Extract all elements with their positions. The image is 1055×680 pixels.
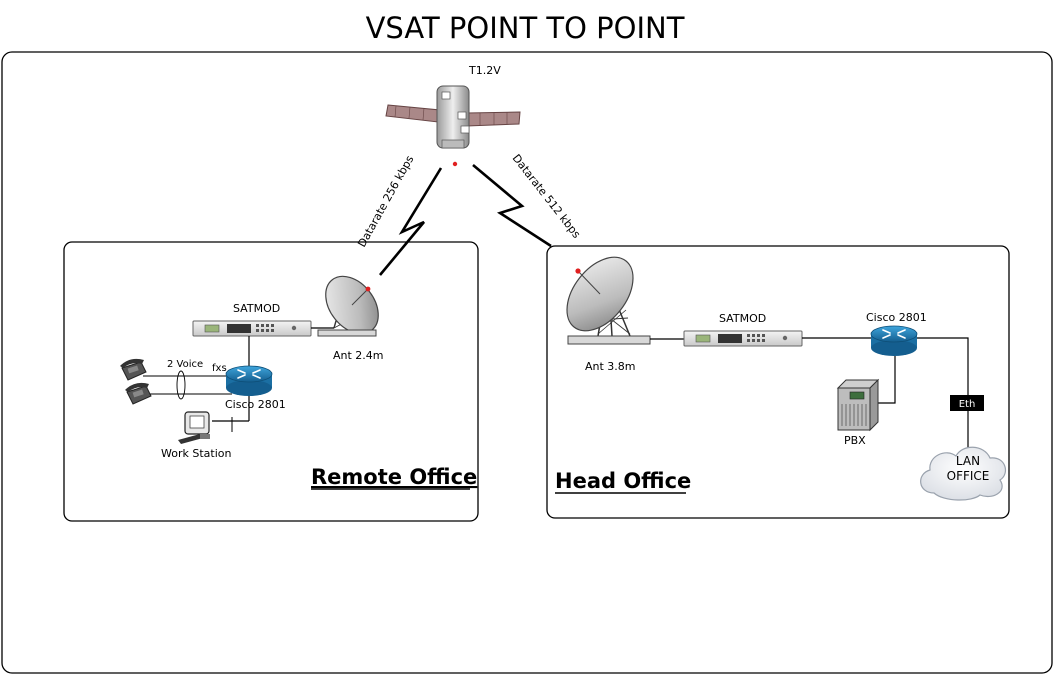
lan-label-line2: OFFICE: [947, 469, 990, 483]
telephone-icon: [125, 382, 152, 405]
head-router-icon: [870, 325, 918, 356]
lan-cloud-icon: [920, 446, 1007, 501]
diagram-title: VSAT POINT TO POINT: [366, 11, 685, 45]
router-lan-link: [917, 337, 969, 460]
fxs-label: fxs: [212, 363, 227, 374]
eth-tag: [950, 395, 984, 411]
workstation-label: Work Station: [161, 447, 231, 460]
head-office-box: [546, 245, 1010, 519]
remote-satmod-label: SATMOD: [233, 302, 280, 315]
pbx-label: PBX: [844, 434, 866, 447]
telephone-icon: [120, 358, 147, 381]
remote-datarate-label: Datarate 256 kbps: [355, 153, 416, 249]
remote-office-box: [63, 241, 479, 522]
remote-uplink: [378, 167, 443, 276]
workstation-icon: [178, 411, 210, 444]
satellite-label: T1.2V: [468, 64, 501, 77]
remote-antenna-label: Ant 2.4m: [333, 349, 384, 362]
remote-router-icon: [225, 365, 273, 396]
outer-frame: [1, 51, 1053, 674]
voice-label: 2 Voice: [167, 359, 203, 370]
remote-router-label: Cisco 2801: [225, 398, 286, 411]
satellite-icon: [385, 85, 521, 167]
head-office-label: Head Office: [555, 469, 691, 493]
eth-label: Eth: [959, 399, 976, 410]
remote-satmod-icon: [192, 320, 312, 337]
head-satmod-icon: [683, 330, 803, 347]
head-router-label: Cisco 2801: [866, 311, 927, 324]
pbx-icon: [836, 378, 880, 432]
head-uplink: [472, 164, 552, 248]
head-antenna-icon: [566, 256, 651, 345]
head-antenna-label: Ant 3.8m: [585, 360, 636, 373]
lan-label-line1: LAN: [956, 454, 980, 468]
remote-antenna-icon: [317, 275, 379, 337]
voice-bundle-marker: [176, 370, 186, 400]
remote-office-label: Remote Office: [311, 465, 477, 489]
router-pbx-link: [878, 356, 896, 404]
head-satmod-label: SATMOD: [719, 312, 766, 325]
